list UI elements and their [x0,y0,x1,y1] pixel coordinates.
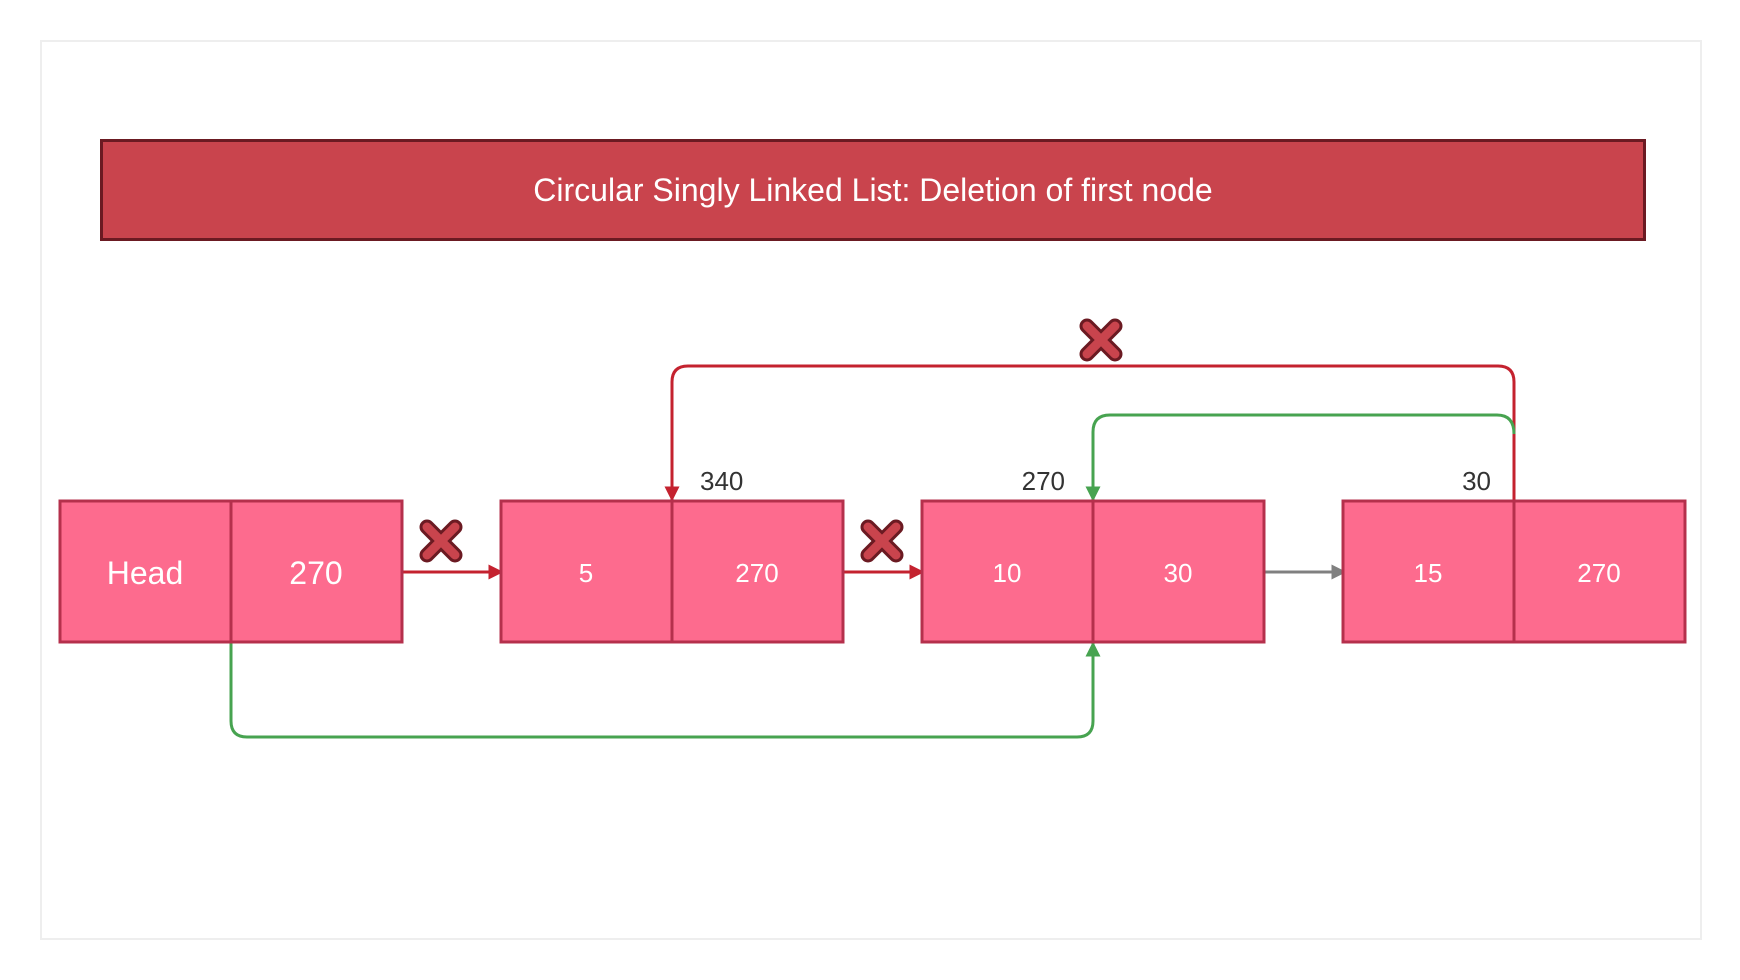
node-next: 30 [1164,558,1193,588]
node-next: 270 [735,558,778,588]
x-mark-icon [419,519,463,563]
node-address: 30 [1462,466,1491,496]
node-data: 10 [993,558,1022,588]
x-mark-icon [860,519,904,563]
node-next: 270 [1577,558,1620,588]
node-data: 15 [1414,558,1443,588]
node-data: 5 [579,558,593,588]
node-address: 270 [1022,466,1065,496]
connectors [229,364,1516,739]
list-node: 5 270 340 [499,466,845,644]
list-node: 15 270 30 [1341,466,1687,644]
head-label: Head [107,555,184,591]
node-address: 340 [700,466,743,496]
removed-link-node-3-to-node-1 [664,364,1516,502]
new-link-head-to-node-2 [229,641,1101,739]
diagram-title: Circular Singly Linked List: Deletion of… [100,139,1646,241]
head-pointer: 270 [289,555,342,591]
list-node: 10 30 270 [920,466,1266,644]
x-mark-icon [1079,318,1123,362]
new-link-node-3-to-node-2 [1085,413,1516,502]
head-node: Head 270 [58,499,404,644]
